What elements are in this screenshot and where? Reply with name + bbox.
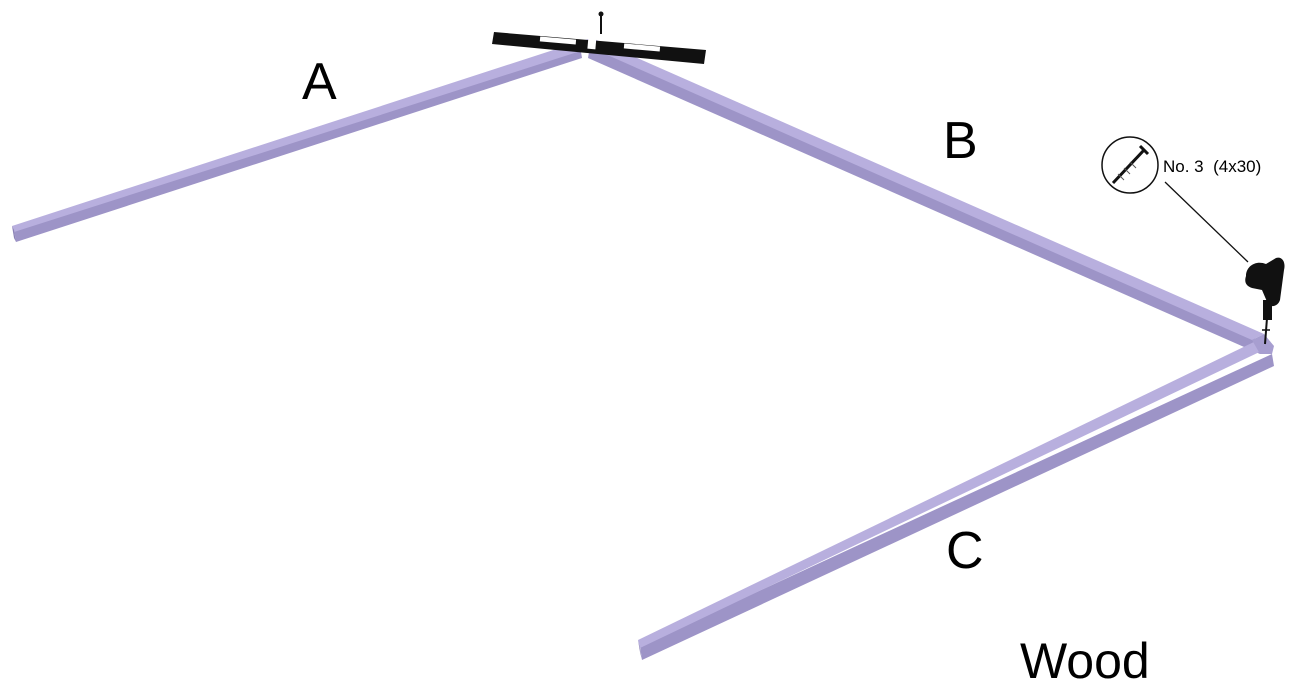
- beam-c-side: [640, 354, 1274, 660]
- corner-joint: [1252, 334, 1274, 354]
- beam-b-top: [578, 38, 1264, 340]
- beam-b-label: B: [943, 112, 978, 170]
- beam-c-top: [638, 340, 1272, 648]
- material-label: Wood: [1020, 633, 1150, 689]
- screw-spec-label: No. 3 (4x30): [1163, 157, 1262, 176]
- screw-icon: [1111, 144, 1150, 185]
- screw-callout: [1101, 136, 1249, 263]
- beam-c-end: [638, 640, 642, 660]
- leader-line: [1164, 181, 1249, 263]
- beam-a-end: [12, 226, 16, 242]
- beam-a-label: A: [302, 53, 337, 111]
- beam-c-label: C: [946, 522, 984, 580]
- spirit-level-icon: [492, 11, 706, 64]
- beam-a-top: [12, 42, 590, 232]
- beam-b: [578, 38, 1264, 354]
- beam-c: [638, 340, 1274, 660]
- beam-b-side: [588, 46, 1260, 354]
- beam-a: [12, 42, 590, 242]
- drill-icon: [1245, 257, 1285, 345]
